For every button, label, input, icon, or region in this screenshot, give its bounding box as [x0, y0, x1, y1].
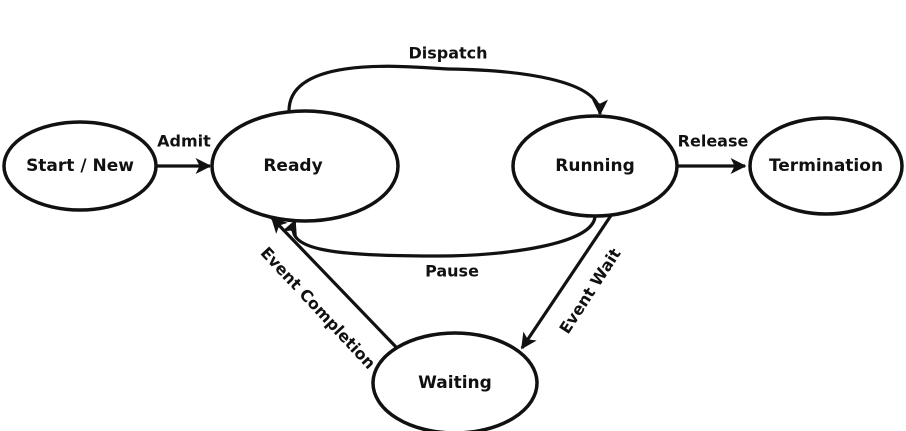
state-ready: Ready — [210, 109, 400, 223]
pause-arrow — [282, 213, 597, 258]
edge-event-wait: Event Wait — [520, 213, 625, 350]
edge-admit: Admit — [157, 132, 212, 174]
state-start-new-shape — [2, 120, 158, 212]
event-completion-label: Event Completion — [257, 243, 380, 373]
pause-label: Pause — [425, 262, 479, 281]
state-start-new-label: Start / New — [26, 156, 134, 176]
state-termination-label: Termination — [769, 156, 883, 176]
event-wait-label: Event Wait — [555, 245, 624, 338]
dispatch-label: Dispatch — [408, 44, 487, 63]
state-waiting: Waiting — [371, 331, 539, 431]
state-waiting-shape — [371, 331, 539, 431]
state-start-new: Start / New — [2, 120, 158, 212]
event-wait-arrow — [520, 213, 614, 350]
state-termination-shape — [748, 116, 904, 216]
edge-event-completion: Event Completion — [257, 216, 398, 373]
admit-label: Admit — [157, 132, 211, 151]
state-waiting-label: Waiting — [418, 373, 492, 393]
state-ready-label: Ready — [263, 156, 322, 176]
release-label: Release — [678, 132, 749, 151]
event-completion-arrow — [270, 216, 398, 349]
state-running-shape — [511, 114, 679, 218]
state-running: Running — [511, 114, 679, 218]
edge-release: Release — [677, 132, 749, 174]
dispatch-arrow — [287, 64, 608, 116]
state-ready-shape — [210, 109, 400, 223]
state-termination: Termination — [748, 116, 904, 216]
edge-pause: Pause — [282, 213, 597, 281]
state-running-label: Running — [555, 156, 635, 176]
edge-dispatch: Dispatch — [287, 44, 608, 116]
